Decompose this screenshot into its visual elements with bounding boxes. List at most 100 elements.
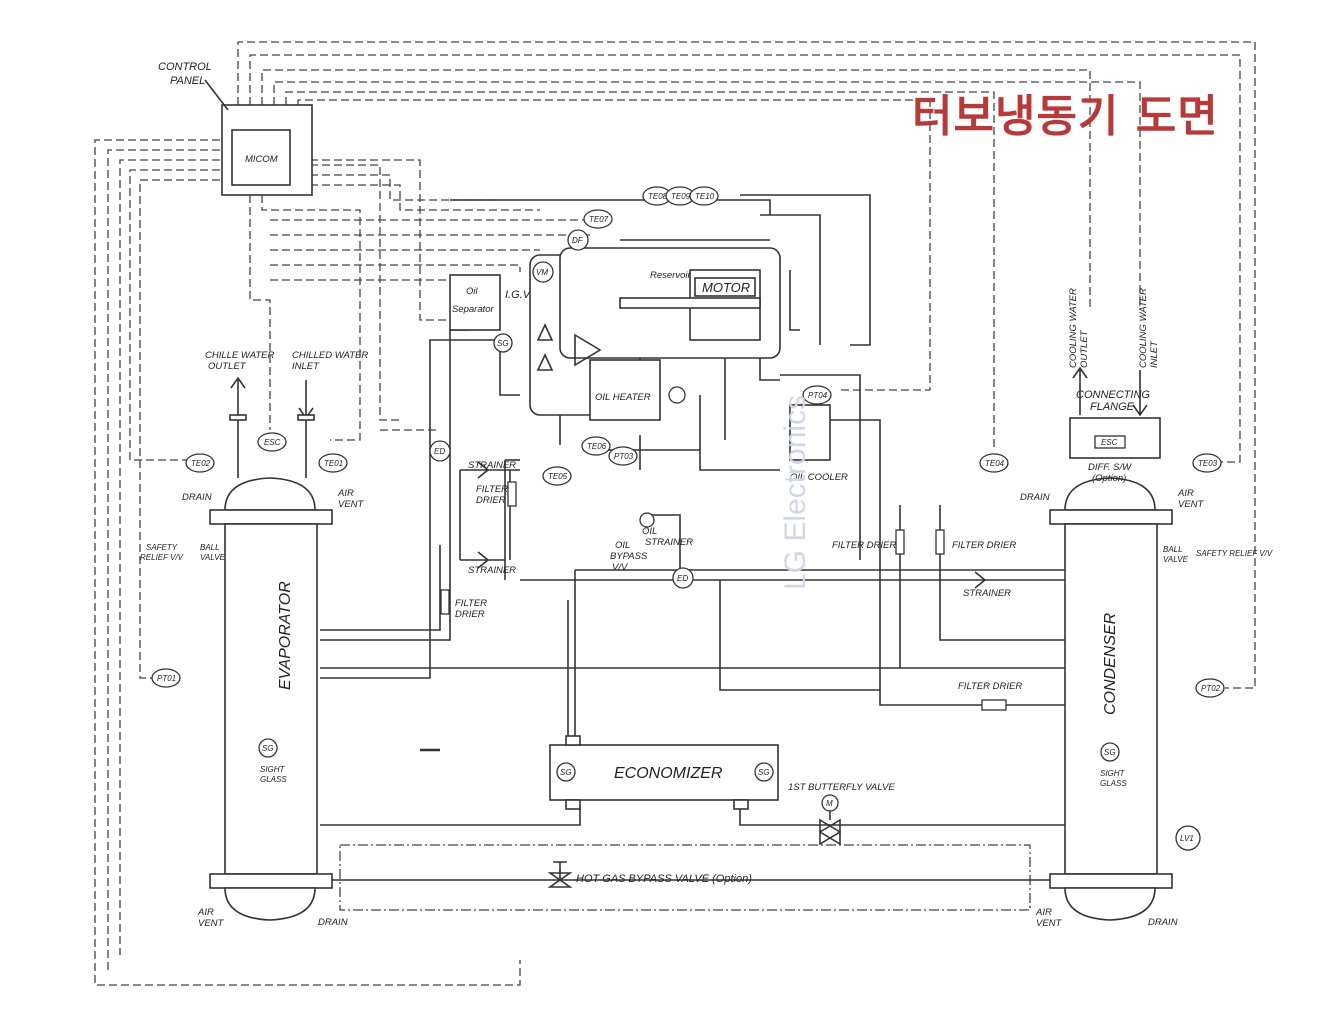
filter-label-1a: FILTER: [476, 484, 508, 495]
hot-gas-bypass-valve: [547, 872, 573, 888]
oil-strainer-label-2: STRAINER: [645, 537, 693, 548]
cond-air-top: AIR: [1177, 488, 1194, 499]
tag-pt02: PT02: [1195, 678, 1225, 698]
evap-safety-2: RELIEF V/V: [140, 553, 184, 562]
sight-label-cond-2: GLASS: [1100, 779, 1127, 788]
cond-vent-bottom: VENT: [1036, 918, 1063, 929]
oil-separator-label-2: Separator: [452, 304, 495, 315]
evap-drain-bottom: DRAIN: [318, 917, 348, 928]
condenser-label: CONDENSER: [1102, 612, 1119, 715]
diff-sw-label-2: (Option): [1092, 473, 1126, 484]
sight-label-evap-1: SIGHT: [260, 765, 286, 774]
butterfly-label: 1ST BUTTERFLY VALVE: [788, 782, 895, 793]
evap-safety-1: SAFETY: [146, 543, 178, 552]
compressor-assembly: MOTOR OIL HEATER Reservoir I.G.V: [505, 247, 781, 421]
oil-separator-label-1: Oil: [466, 286, 479, 297]
control-label-1: CONTROL: [158, 61, 212, 73]
connecting-label-2: FLANGE: [1090, 401, 1135, 413]
cond-air-bottom: AIR: [1035, 907, 1052, 918]
tag-pt03: PT03: [608, 446, 638, 466]
svg-text:TE10: TE10: [695, 192, 715, 201]
tag-motor-m: M: [821, 794, 839, 812]
tag-lv1: LV1: [1175, 825, 1201, 851]
connecting-label-1: CONNECTING: [1076, 389, 1150, 401]
water-nozzles: CHILLE WATER OUTLET CHILLED WATER INLET …: [205, 288, 1161, 484]
svg-text:PT04: PT04: [808, 391, 828, 400]
strainer-label-3: STRAINER: [963, 588, 1011, 599]
svg-text:TE08: TE08: [648, 192, 668, 201]
filter-label-2b: DRIER: [455, 609, 485, 620]
control-label-2: PANEL: [170, 75, 205, 87]
filter-label-4: FILTER DRIER: [952, 540, 1016, 551]
evaporator-label: EVAPORATOR: [277, 581, 294, 690]
svg-text:TE05: TE05: [548, 472, 568, 481]
tag-vm: VM: [532, 261, 554, 283]
cool-in-label-2: INLET: [1149, 340, 1160, 368]
motor-label: MOTOR: [702, 280, 750, 295]
cond-ball-2: VALVE: [1163, 555, 1189, 564]
evap-air-top: AIR: [337, 488, 354, 499]
cond-vent-top: VENT: [1178, 499, 1205, 510]
tag-esc2: ESC: [1094, 435, 1126, 449]
tag-te02: TE02: [185, 453, 215, 473]
filter-drier-cond-1: [895, 529, 905, 555]
tag-esc: ESC: [257, 432, 287, 452]
sg-label-eco-left: SG: [560, 768, 572, 777]
control-panel: MICOM CONTROL PANEL: [158, 61, 313, 196]
chill-in-label-2: INLET: [292, 361, 320, 372]
valves: [440, 386, 1007, 888]
oil-strainer: [639, 512, 655, 528]
svg-text:PT03: PT03: [614, 452, 634, 461]
evap-drain-top: DRAIN: [182, 492, 212, 503]
chill-out-label-1: CHILLE WATER: [205, 350, 274, 361]
svg-text:PT01: PT01: [157, 674, 176, 683]
economizer: SG SG ECONOMIZER: [549, 735, 779, 810]
sight-label-evap-2: GLASS: [260, 775, 287, 784]
igv-label: I.G.V: [505, 289, 532, 301]
filter-label-2a: FILTER: [455, 598, 487, 609]
svg-text:TE01: TE01: [324, 459, 343, 468]
svg-text:M: M: [826, 799, 833, 808]
strainer-label-2: STRAINER: [468, 565, 516, 576]
strainer-valve-2: [477, 551, 490, 569]
tag-df: DF: [567, 229, 589, 251]
page-title: 터보냉동기 도면: [912, 91, 1219, 142]
tag-te06: TE06: [581, 436, 611, 456]
tag-te01: TE01: [318, 453, 348, 473]
tag-te05: TE05: [542, 466, 572, 486]
svg-text:ED: ED: [434, 447, 445, 456]
hot-gas-label: HOT GAS BYPASS VALVE (Option): [576, 873, 752, 885]
tag-te07: TE07: [583, 209, 613, 229]
svg-text:TE03: TE03: [1198, 459, 1218, 468]
chill-out-label-2: OUTLET: [208, 361, 247, 372]
filter-label-5: FILTER DRIER: [958, 681, 1022, 692]
cool-out-label-2: OUTLET: [1079, 329, 1090, 368]
butterfly-valve: [818, 818, 842, 846]
filter-drier-left: [507, 481, 517, 507]
svg-text:ESC: ESC: [1101, 438, 1118, 447]
cond-ball-1: BALL: [1163, 545, 1183, 554]
svg-text:ED: ED: [677, 574, 688, 583]
tag-te09: TE09: [665, 186, 695, 206]
svg-text:VM: VM: [536, 268, 548, 277]
strainer-valve-3: [974, 571, 987, 589]
condenser: CONDENSER SG SIGHT GLASS: [1049, 477, 1173, 921]
economizer-label: ECONOMIZER: [614, 765, 723, 782]
evap-vent-bottom: VENT: [198, 918, 225, 929]
reservoir-label: Reservoir: [650, 270, 691, 281]
filter-label-3: FILTER DRIER: [832, 540, 896, 551]
svg-text:TE02: TE02: [191, 459, 211, 468]
cond-drain-bottom: DRAIN: [1148, 917, 1178, 928]
strainer-valve-1: [477, 461, 490, 479]
annotation-labels: DRAIN AIR VENT DRAIN AIR VENT AIR VENT D…: [140, 460, 1273, 929]
filter-label-1b: DRIER: [476, 495, 506, 506]
tag-ed-left: ED: [429, 440, 451, 462]
cond-safety: SAFETY RELIEF V/V: [1196, 549, 1273, 558]
tag-te10: TE10: [689, 186, 719, 206]
tag-sg-igv: SG: [493, 333, 513, 353]
micom-label: MICOM: [245, 154, 278, 165]
oil-pump: [668, 386, 686, 404]
sg-label-eco-right: SG: [758, 768, 770, 777]
svg-text:DF: DF: [572, 236, 584, 245]
tag-te04: TE04: [979, 453, 1009, 473]
